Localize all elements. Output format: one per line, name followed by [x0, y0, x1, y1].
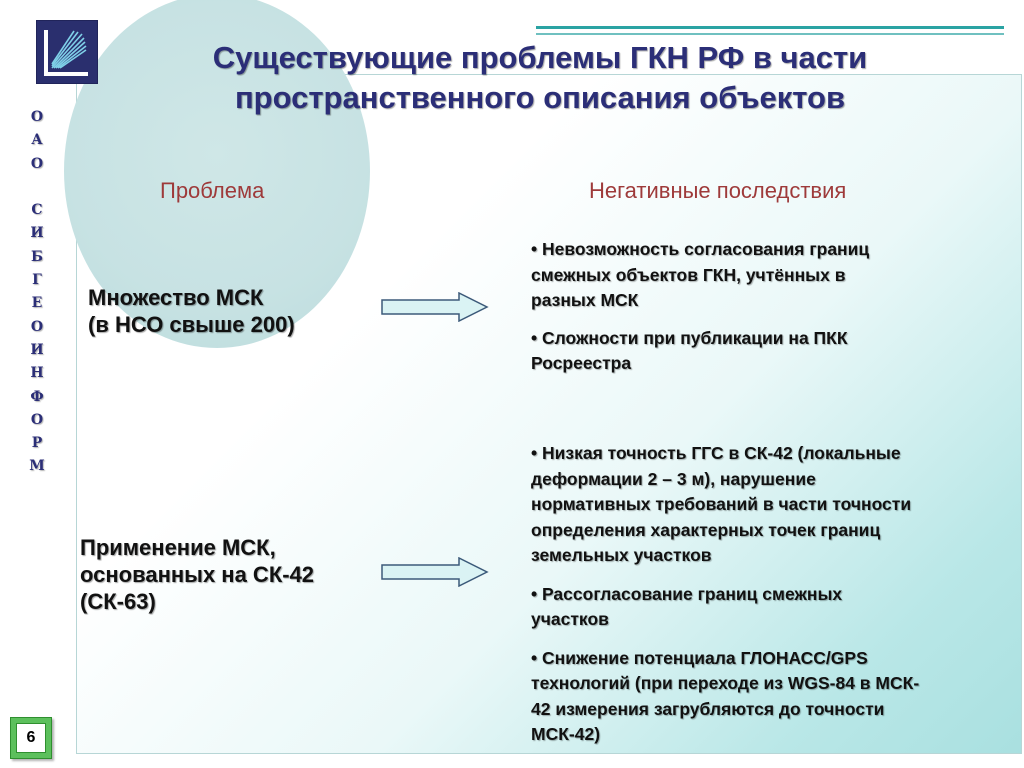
problem-1-consequences: • Невозможность согласования границ смеж… — [531, 237, 1011, 377]
problem-1: Множество МСК (в НСО свыше 200) — [88, 284, 295, 338]
consequence-line: Росреестра — [531, 353, 632, 373]
problem-2: Применение МСК, основанных на СК-42 (СК-… — [80, 534, 314, 615]
page-number: 6 — [16, 723, 46, 753]
page-number-badge: 6 — [10, 717, 52, 759]
side-letter: Г — [32, 272, 42, 289]
consequence-item: • Рассогласование границ смежных участко… — [531, 582, 1011, 633]
consequence-item: • Низкая точность ГГС в СК-42 (локальные… — [531, 441, 1011, 569]
consequence-line: • Сложности при публикации на ПКК — [531, 327, 848, 348]
consequence-line: определения характерных точек границ — [531, 519, 881, 540]
problem-2-line: Применение МСК, — [80, 535, 276, 560]
slide-title: Существующие проблемы ГКН РФ в части про… — [130, 38, 950, 118]
decorative-circle — [64, 0, 370, 348]
problem-column-header: Проблема — [160, 178, 265, 203]
side-letter: Ф — [30, 388, 44, 405]
side-letter: Р — [31, 435, 43, 452]
consequence-column-header: Негативные последствия — [589, 178, 847, 203]
company-logo — [36, 20, 98, 84]
consequence-line: • Невозможность согласования границ — [531, 239, 870, 259]
consequence-line: технологий (при переходе из WGS-84 в МСК… — [531, 673, 920, 693]
side-letter — [24, 176, 50, 199]
side-letter: О — [30, 318, 44, 335]
logo-emblem-icon — [44, 30, 88, 76]
consequence-item: • Сложности при публикации на ПКК Росрее… — [531, 326, 1011, 377]
consequence-item: • Снижение потенциала ГЛОНАСС/GPS технол… — [531, 646, 1011, 748]
problem-1-line: (в НСО свыше 200) — [88, 312, 295, 337]
consequence-line: земельных участков — [531, 545, 712, 565]
slide-title-line-2: пространственного описания объектов — [234, 80, 846, 115]
consequence-item: • Невозможность согласования границ смеж… — [531, 237, 1011, 314]
side-letter: А — [31, 132, 43, 149]
side-letter: И — [30, 341, 44, 358]
side-letter: О — [30, 109, 44, 125]
side-letter: И — [30, 225, 44, 242]
vertical-company-name: О А О С И Б Г Е О И Н Ф О Р М — [24, 106, 50, 479]
side-letter: О — [30, 155, 44, 172]
top-divider-lines — [536, 26, 1004, 35]
problem-1-line: Множество МСК — [88, 285, 264, 310]
consequence-line: 42 измерения загрубляются до точности — [531, 698, 885, 719]
problem-2-line: основанных на СК-42 — [80, 562, 315, 587]
side-letter: М — [29, 458, 45, 475]
consequence-line: • Снижение потенциала ГЛОНАСС/GPS — [531, 647, 868, 668]
side-letter: Н — [30, 365, 44, 382]
problem-2-line: (СК-63) — [80, 589, 156, 614]
consequence-line: • Низкая точность ГГС в СК-42 (локальные — [531, 443, 901, 463]
consequence-line: нормативных требований в части точности — [531, 494, 912, 514]
side-letter: О — [30, 411, 44, 428]
arrow-right-icon — [381, 557, 489, 587]
consequence-line: участков — [531, 609, 609, 629]
slide-title-line-1: Существующие проблемы ГКН РФ в части — [212, 40, 868, 75]
side-letter: Б — [31, 248, 43, 265]
consequence-line: • Рассогласование границ смежных — [531, 583, 843, 604]
consequence-line: разных МСК — [531, 290, 639, 310]
consequence-line: деформации 2 – 3 м), нарушение — [531, 468, 816, 489]
side-letter: Е — [31, 295, 43, 312]
side-letter: С — [31, 202, 43, 219]
consequence-line: МСК-42) — [531, 724, 601, 744]
consequence-line: смежных объектов ГКН, учтённых в — [531, 264, 846, 285]
arrow-right-icon — [381, 292, 489, 322]
problem-2-consequences: • Низкая точность ГГС в СК-42 (локальные… — [531, 441, 1011, 748]
